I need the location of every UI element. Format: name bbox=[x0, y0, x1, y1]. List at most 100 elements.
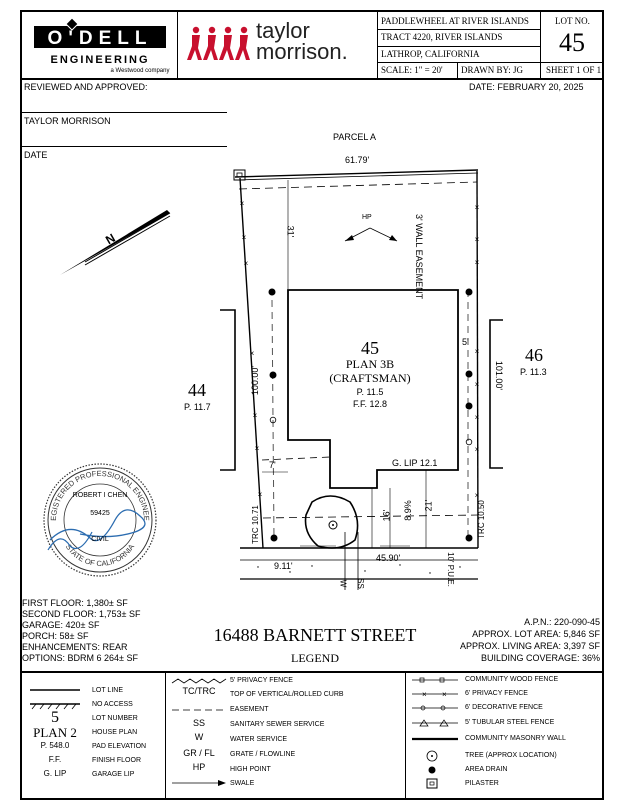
legend-masonry-wall: COMMUNITY MASONRY WALL bbox=[465, 735, 566, 742]
taylor-text: taylor bbox=[256, 18, 310, 43]
lot46-pad: P. 11.3 bbox=[520, 367, 547, 377]
legend-finish-floor: FINISH FLOOR bbox=[92, 757, 142, 764]
taylor-morrison-logo: taylor morrison. bbox=[186, 20, 371, 68]
legend-lot-number: LOT NUMBER bbox=[92, 715, 138, 722]
legend-pilaster: PILASTER bbox=[465, 780, 499, 787]
dim-9: 9.11' bbox=[274, 561, 293, 571]
legend-no-access: NO ACCESS bbox=[92, 701, 133, 708]
company-name: TAYLOR MORRISON bbox=[24, 116, 111, 126]
legend-house-plan: HOUSE PLAN bbox=[92, 729, 138, 736]
engineer-name: ROBERT I CHEN bbox=[72, 492, 128, 499]
legend-divider bbox=[20, 671, 604, 673]
legend-tc-sym: TC/TRC bbox=[182, 686, 216, 696]
plan-style: (CRAFTSMAN) bbox=[329, 371, 411, 385]
scale-text: SCALE: 1" = 20' bbox=[381, 65, 443, 75]
svg-text:×: × bbox=[475, 445, 480, 454]
legend-6-privacy-fence: 6' PRIVACY FENCE bbox=[465, 690, 528, 697]
project-name: PADDLEWHEEL AT RIVER ISLANDS bbox=[381, 16, 529, 26]
finish-floor: F.F. 12.8 bbox=[352, 399, 388, 409]
svg-text:×: × bbox=[255, 444, 260, 453]
pad-elevation: P. 11.5 bbox=[356, 387, 384, 397]
license-number: 59425 bbox=[90, 510, 110, 517]
legend-sewer: SANITARY SEWER SERVICE bbox=[230, 721, 325, 728]
svg-text:×: × bbox=[253, 411, 258, 420]
svg-text:×: × bbox=[475, 380, 480, 389]
second-floor: SECOND FLOOR: 1,753± SF bbox=[22, 609, 141, 619]
legend-wood-fence: COMMUNITY WOOD FENCE bbox=[465, 676, 559, 683]
legend-easement: EASEMENT bbox=[230, 706, 269, 713]
tract-name: TRACT 4220, RIVER ISLANDS bbox=[381, 32, 503, 42]
morrison-text: morrison. bbox=[256, 39, 348, 64]
legend-curb: TOP OF VERTICAL/ROLLED CURB bbox=[230, 691, 344, 698]
svg-text:×: × bbox=[442, 690, 447, 699]
apn: A.P.N.: 220-090-45 bbox=[524, 617, 600, 627]
date-label: DATE bbox=[24, 150, 48, 160]
lot44-pad: P. 11.7 bbox=[184, 402, 211, 412]
lot44-number: 44 bbox=[188, 380, 206, 400]
lot-no-value: 45 bbox=[559, 28, 585, 57]
odell-logo: O'DELL ENGINEERING a Westwood company bbox=[30, 16, 170, 74]
svg-text:O'DELL: O'DELL bbox=[48, 28, 153, 49]
legend-decorative-fence: 6' DECORATIVE FENCE bbox=[465, 704, 543, 711]
legend-area-drain: AREA DRAIN bbox=[465, 766, 508, 773]
svg-text:×: × bbox=[475, 258, 480, 267]
svg-text:×: × bbox=[475, 203, 480, 212]
legend-w-sym: W bbox=[194, 732, 204, 742]
date-value: DATE: FEBRUARY 20, 2025 bbox=[469, 82, 584, 92]
legend-swale: SWALE bbox=[230, 780, 255, 787]
legend-ss-sym: SS bbox=[192, 718, 205, 728]
engineer-stamp: REGISTERED PROFESSIONAL ENGINEER STATE O… bbox=[37, 453, 160, 580]
porch-area: PORCH: 58± SF bbox=[22, 631, 89, 641]
legend-gr-sym: GR / FL bbox=[183, 748, 215, 758]
parcel-label: PARCEL A bbox=[333, 132, 377, 142]
garage-lip: G. LIP 12.1 bbox=[392, 458, 438, 468]
reviewed-label: REVIEWED AND APPROVED: bbox=[24, 82, 148, 92]
svg-text:×: × bbox=[422, 690, 427, 699]
legend-pad-sym: P. 548.0 bbox=[40, 741, 70, 750]
legend-pad-elevation: PAD ELEVATION bbox=[92, 743, 147, 750]
top-dimension: 61.79' bbox=[345, 155, 370, 165]
legend-garage-lip: GARAGE LIP bbox=[92, 771, 135, 778]
svg-text:×: × bbox=[475, 413, 480, 422]
title-divider bbox=[20, 78, 604, 80]
legend-plan-sym: PLAN 2 bbox=[33, 725, 77, 740]
lot46-number: 46 bbox=[525, 345, 543, 365]
legend-glip-sym: G. LIP bbox=[43, 769, 67, 778]
svg-text:×: × bbox=[475, 347, 480, 356]
svg-text:×: × bbox=[240, 199, 245, 208]
legend-hp-sym: HP bbox=[192, 762, 206, 772]
civil-label: CIVIL bbox=[91, 536, 109, 543]
legend-water: WATER SERVICE bbox=[230, 736, 288, 743]
dim-7: 7' bbox=[269, 460, 276, 470]
legend-tubular-fence: 5' TUBULAR STEEL FENCE bbox=[465, 719, 555, 726]
svg-text:×: × bbox=[244, 259, 249, 268]
dim-5: 5' bbox=[462, 337, 469, 347]
drawn-by: DRAWN BY: JG bbox=[461, 65, 523, 75]
lot-number: 45 bbox=[361, 338, 379, 358]
svg-text:×: × bbox=[258, 490, 263, 499]
lot-no-label: LOT NO. bbox=[555, 16, 590, 26]
legend-lot-line: LOT LINE bbox=[92, 687, 123, 694]
legend-tree: TREE (APPROX LOCATION) bbox=[465, 752, 557, 759]
svg-text:a Westwood company: a Westwood company bbox=[111, 68, 170, 74]
svg-text:ENGINEERING: ENGINEERING bbox=[50, 54, 149, 66]
legend-high-point: HIGH POINT bbox=[230, 766, 271, 773]
legend-ff-sym: F.F. bbox=[48, 755, 62, 764]
sheet-frame bbox=[20, 10, 604, 800]
plan-name: PLAN 3B bbox=[345, 357, 395, 371]
city-name: LATHROP, CALIFORNIA bbox=[381, 49, 480, 59]
svg-text:×: × bbox=[250, 349, 255, 358]
dim-45: 45.90' bbox=[376, 553, 401, 563]
svg-text:×: × bbox=[475, 491, 480, 500]
legend-privacy-fence: 5' PRIVACY FENCE bbox=[230, 677, 293, 684]
legend-grate: GRATE / FLOWLINE bbox=[230, 751, 296, 758]
first-floor: FIRST FLOOR: 1,380± SF bbox=[22, 598, 128, 608]
svg-text:×: × bbox=[242, 233, 247, 242]
enhancements: ENHANCEMENTS: REAR bbox=[22, 642, 128, 652]
building-coverage: BUILDING COVERAGE: 36% bbox=[480, 653, 600, 663]
sheet-number: SHEET 1 OF 1 bbox=[546, 65, 602, 75]
legend-lot-number-sym: 5 bbox=[51, 709, 59, 726]
hp-label: HP bbox=[362, 214, 372, 221]
